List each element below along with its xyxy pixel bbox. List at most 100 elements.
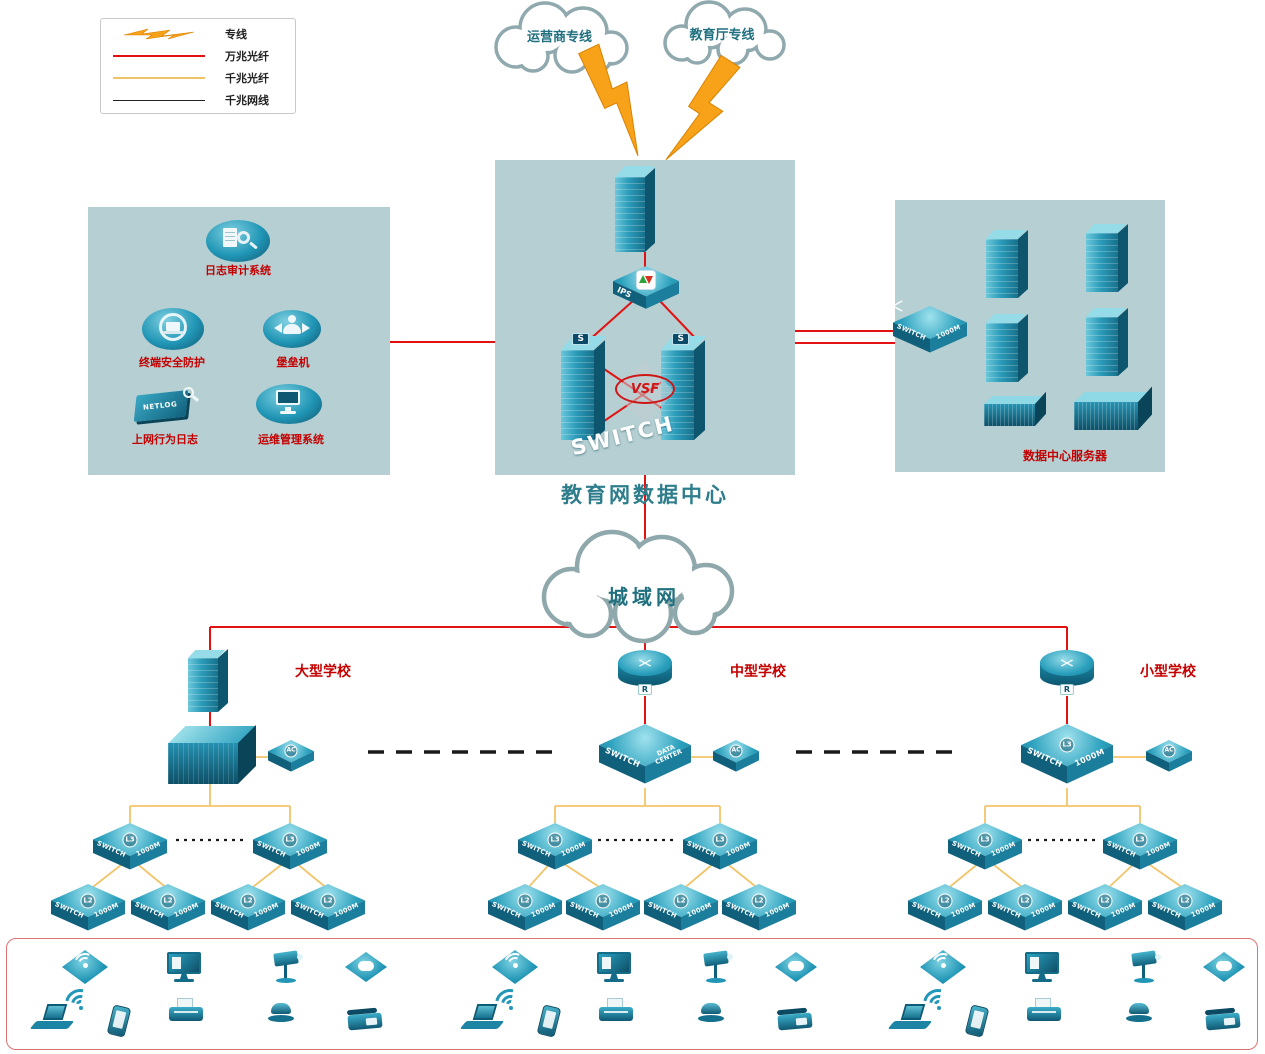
rack-server-device — [984, 391, 1046, 426]
l2-badge: L2 — [751, 893, 767, 908]
smartphone-icon — [536, 1004, 562, 1038]
core-switch-s-label: S — [672, 333, 689, 345]
wireless-ap-icon — [920, 950, 966, 984]
l2-badge: L2 — [1177, 893, 1193, 908]
ips-device: IPS — [613, 266, 679, 312]
l2-badge: L2 — [517, 893, 533, 908]
core-firewall-device — [615, 166, 656, 252]
l3-badge: L3 — [547, 832, 563, 847]
monitor-icon — [1024, 952, 1062, 984]
large-school-core-device — [168, 725, 256, 784]
l3-badge: L3 — [1132, 832, 1148, 847]
medium-school-datacenter-switch: SWITCH DATA CENTER — [580, 713, 691, 788]
bastion-host-icon — [263, 310, 321, 348]
red-line-icon — [109, 55, 209, 57]
legend-row: 专线 — [109, 23, 287, 45]
l3-badge: L3 — [282, 832, 298, 847]
server-device — [1086, 307, 1128, 376]
vsf-badge: VSF — [615, 374, 675, 404]
ip-camera-icon — [700, 950, 740, 988]
ip-camera-icon — [270, 950, 310, 988]
large-school-label: 大型学校 — [295, 664, 351, 680]
medium-school-ac-controller: AC — [701, 733, 759, 774]
legend-row: 千兆光纤 — [109, 67, 287, 89]
telephone-icon — [776, 1004, 816, 1034]
medium-school-router: R — [618, 650, 672, 696]
telephone-icon — [346, 1004, 386, 1034]
l2-switch: L2 SWITCH 1000M — [547, 873, 640, 934]
server-device — [986, 229, 1028, 298]
l2-switch: L2 SWITCH 1000M — [192, 873, 285, 934]
l3-switch: L3 SWITCH 1000M — [74, 812, 167, 873]
l3-switch: L3 SWITCH 1000M — [234, 812, 327, 873]
endpoint-group — [876, 938, 1265, 1050]
log-audit-label: 日志审计系统 — [205, 264, 271, 277]
wifi-signal-icon — [489, 983, 531, 1025]
chat-terminal-icon — [775, 952, 817, 982]
l2-switch: L2 SWITCH 1000M — [469, 873, 562, 934]
bastion-host-label: 堡垒机 — [276, 356, 310, 369]
smartphone-icon — [964, 1004, 990, 1038]
server-device — [986, 313, 1028, 382]
laptop-icon — [887, 1004, 934, 1034]
wifi-signal-icon — [59, 983, 101, 1025]
terminal-security-icon — [142, 308, 204, 350]
small-school-core-switch: L3 SWITCH 1000M — [1002, 713, 1113, 788]
l3-switch: L3 SWITCH 1000M — [499, 812, 592, 873]
rack-server-device — [1074, 386, 1152, 430]
dome-camera-icon — [268, 1002, 296, 1024]
l2-badge: L2 — [1017, 893, 1033, 908]
legend-label: 千兆网线 — [225, 94, 269, 107]
dome-camera-icon — [1126, 1002, 1154, 1024]
endpoint-group — [18, 938, 438, 1050]
core-switch-s-label: S — [572, 333, 589, 345]
monitor-icon — [596, 952, 634, 984]
server-zone-switch: SWITCH 1000M — [874, 295, 967, 356]
ops-management-label: 运维管理系统 — [258, 433, 324, 446]
monitor-icon — [166, 952, 204, 984]
l3-badge: L3 — [712, 832, 728, 847]
ac-badge: AC — [284, 744, 298, 758]
chat-terminal-icon — [345, 952, 387, 982]
l3-switch: L3 SWITCH 1000M — [1084, 812, 1177, 873]
ips-chip-icon — [637, 270, 655, 289]
l2-switch: L2 SWITCH 1000M — [32, 873, 125, 934]
l2-badge: L2 — [673, 893, 689, 908]
l3-badge: L3 — [122, 832, 138, 847]
smartphone-icon — [106, 1004, 132, 1038]
datacenter-title: 教育网数据中心 — [561, 483, 729, 507]
ip-camera-icon — [1128, 950, 1168, 988]
l2-badge: L2 — [1097, 893, 1113, 908]
l3-badge: L3 — [977, 832, 993, 847]
l2-switch: L2 SWITCH 1000M — [272, 873, 365, 934]
log-audit-icon — [206, 220, 270, 262]
wifi-signal-icon — [917, 983, 959, 1025]
education-cloud-label: 教育厅专线 — [689, 28, 755, 43]
dome-camera-icon — [698, 1002, 726, 1024]
printer-icon — [1026, 998, 1064, 1026]
terminal-security-label: 终端安全防护 — [139, 356, 205, 369]
vsf-label: VSF — [630, 381, 660, 397]
l2-switch: L2 SWITCH 1000M — [889, 873, 982, 934]
small-school-label: 小型学校 — [1140, 664, 1196, 680]
legend-row: 千兆网线 — [109, 89, 287, 111]
telephone-icon — [1204, 1004, 1244, 1034]
l2-switch: L2 SWITCH 1000M — [703, 873, 796, 934]
ac-badge: AC — [729, 744, 743, 758]
lightning-icon — [109, 26, 209, 42]
endpoint-group — [448, 938, 868, 1050]
man-cloud-label: 城域网 — [608, 585, 680, 609]
server-zone-title: 数据中心服务器 — [1022, 449, 1107, 463]
lightning-bolts — [578, 43, 741, 161]
server-device — [1086, 223, 1128, 292]
small-school-router: R — [1040, 650, 1094, 696]
l2-switch: L2 SWITCH 1000M — [969, 873, 1062, 934]
medium-school-label: 中型学校 — [730, 664, 786, 680]
carrier-cloud-label: 运营商专线 — [526, 30, 592, 45]
printer-icon — [598, 998, 636, 1026]
wireless-ap-icon — [492, 950, 538, 984]
netlog-icon: NETLOG — [130, 386, 196, 428]
chat-terminal-icon — [1203, 952, 1245, 982]
small-school-ac-controller: AC — [1134, 733, 1192, 774]
legend-row: 万兆光纤 — [109, 45, 287, 67]
